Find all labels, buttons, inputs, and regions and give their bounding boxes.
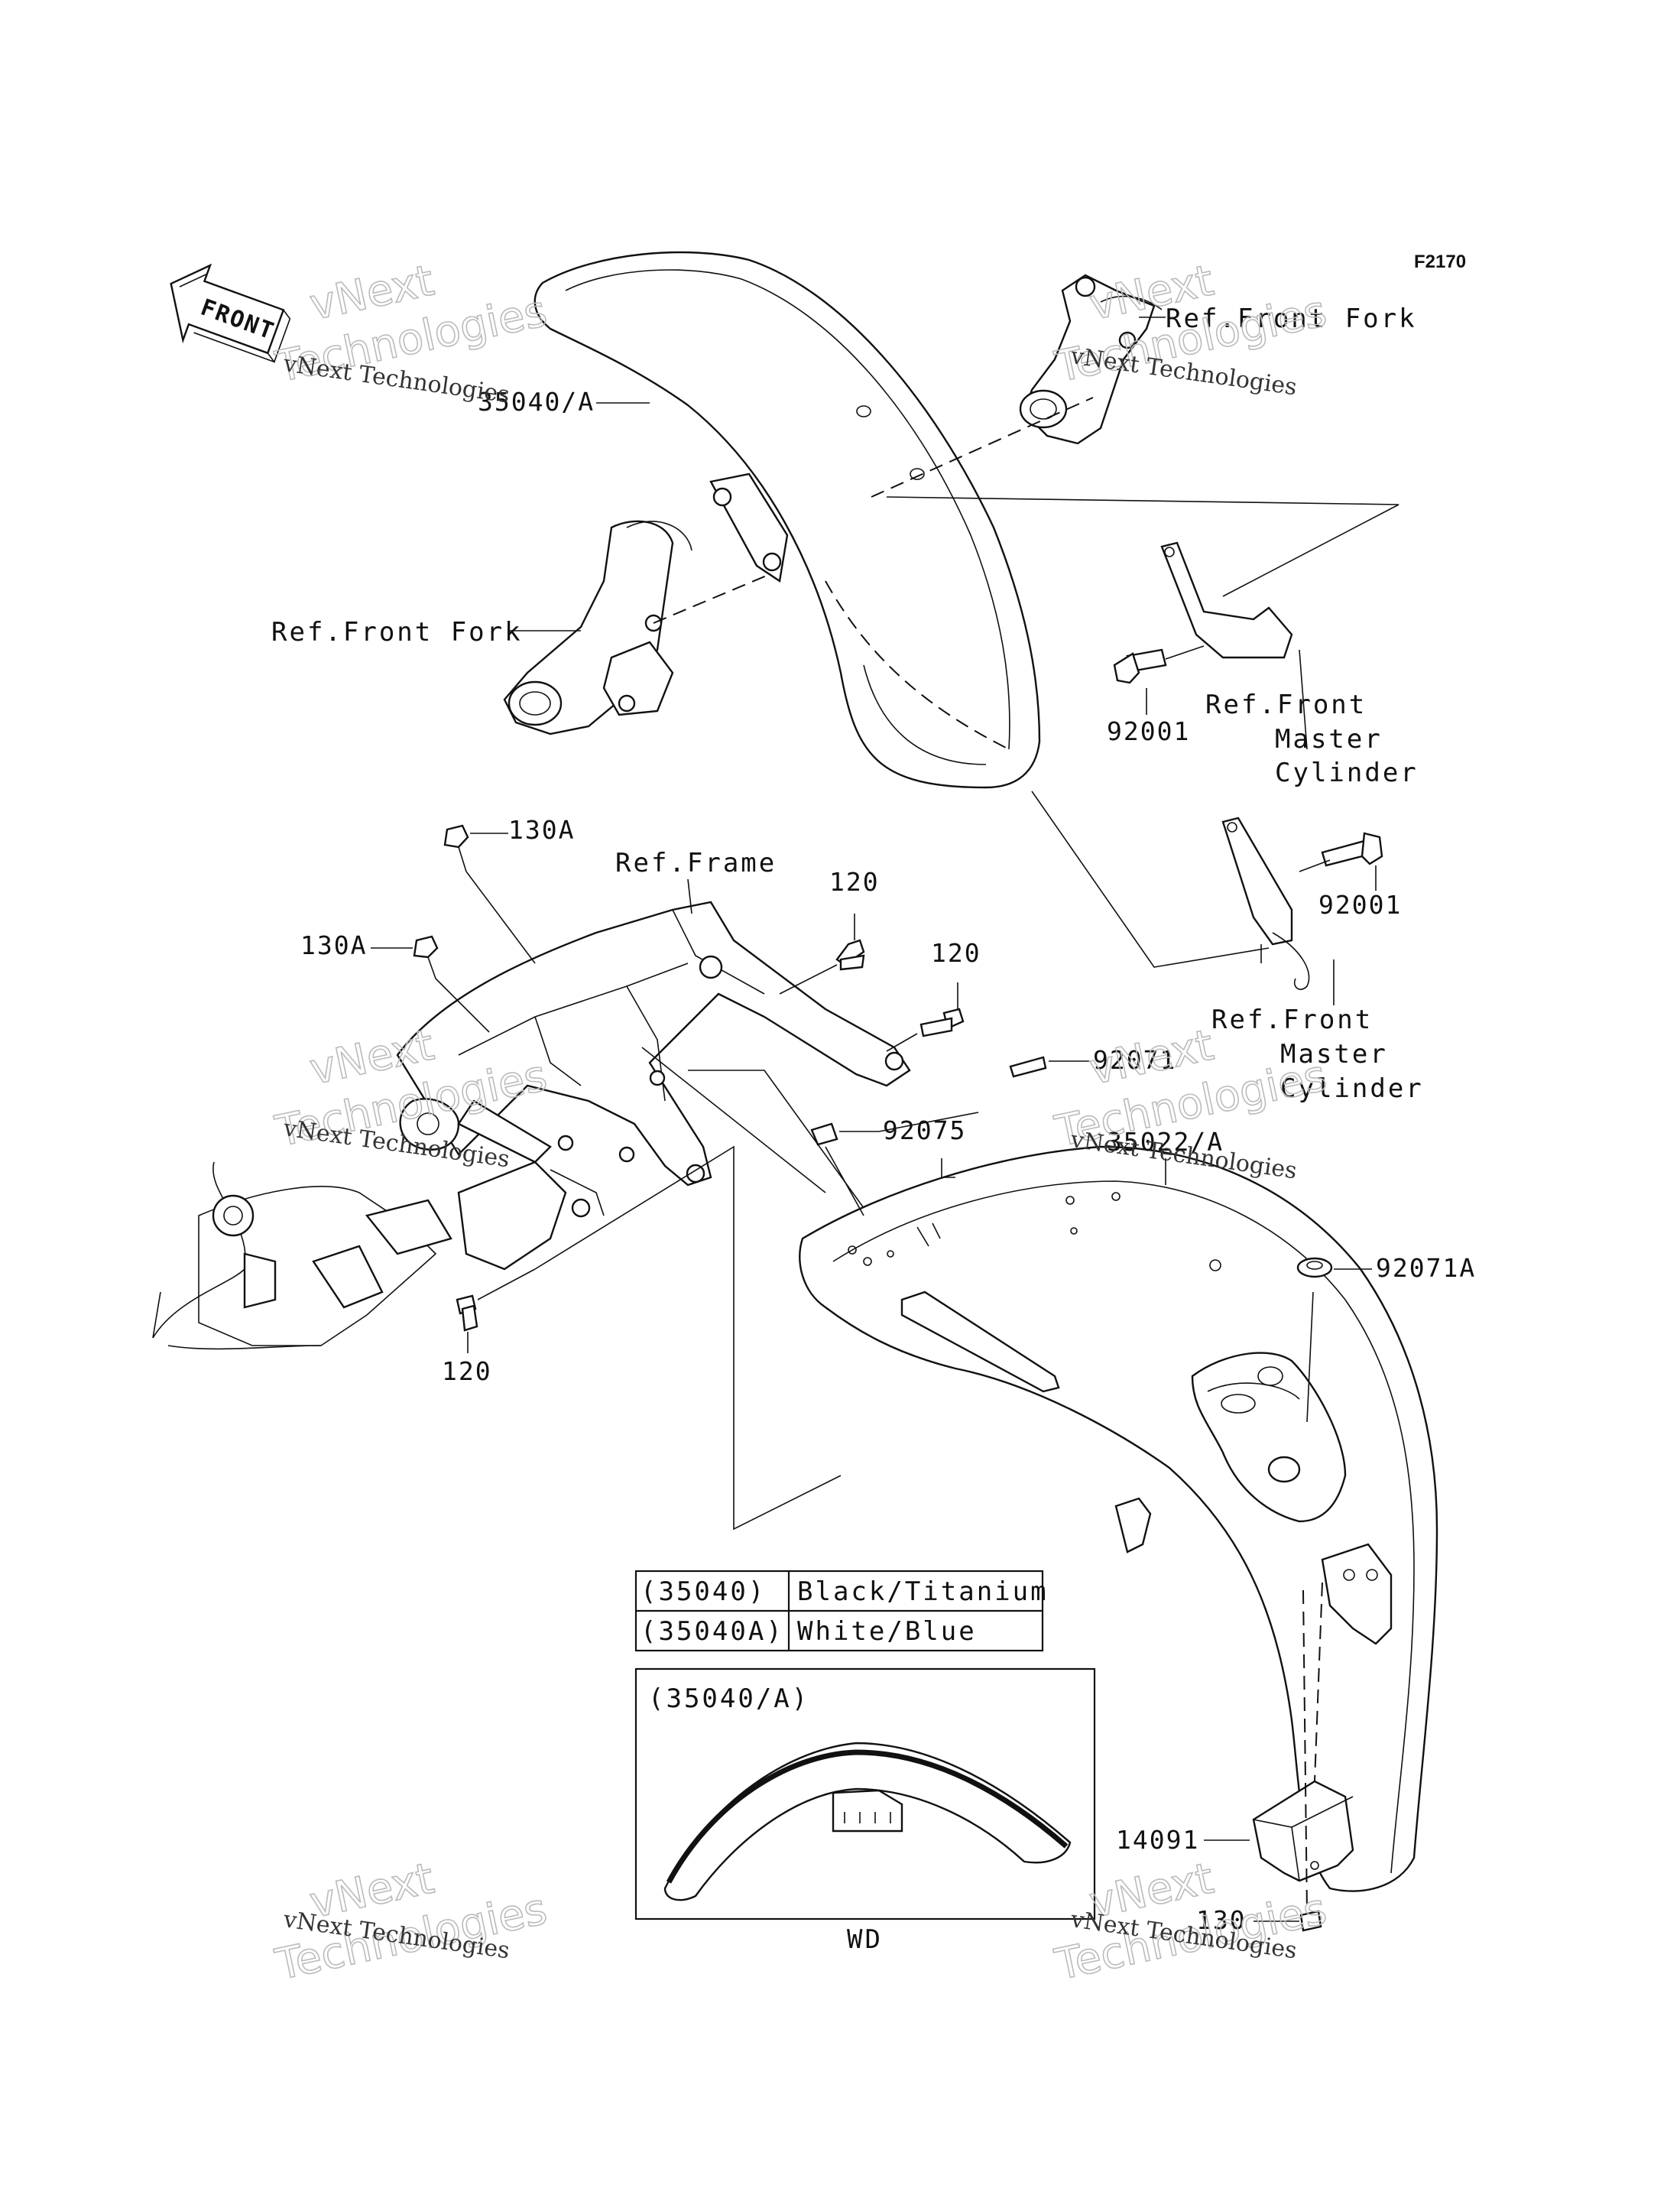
bolt-120-b	[919, 1008, 965, 1037]
ref-front-fork-left: Ref.Front Fork	[271, 617, 523, 648]
front-fork-right	[1019, 274, 1163, 445]
bolt-130A-left	[413, 935, 439, 979]
color-table-color-2: White/Blue	[797, 1616, 977, 1647]
color-table-color-1: Black/Titanium	[797, 1576, 1049, 1607]
color-table-code-1: (35040)	[641, 1576, 766, 1607]
label-130: 130	[1196, 1905, 1247, 1935]
inset-box: (35040/A) WD	[634, 1667, 1096, 1955]
label-92071A: 92071A	[1376, 1253, 1476, 1283]
rear-frame	[152, 901, 911, 1350]
bolt-130	[1299, 1910, 1322, 1932]
ref-front-fork-right: Ref.Front Fork	[1166, 304, 1417, 334]
bolt-92001-bottom	[1321, 832, 1383, 867]
ref-frame: Ref.Frame	[615, 848, 777, 878]
label-130A-top: 130A	[508, 815, 575, 845]
pin-92071	[1009, 1056, 1047, 1078]
clip-92071A	[1296, 1257, 1333, 1278]
label-92001-top: 92001	[1107, 716, 1190, 746]
ref-master-bottom-2: Master	[1280, 1039, 1388, 1070]
label-120-b: 120	[931, 938, 981, 968]
ref-master-top-3: Cylinder	[1275, 758, 1419, 788]
ref-master-top-1: Ref.Front	[1205, 690, 1367, 720]
bolt-130A-top	[443, 824, 469, 872]
label-14091: 14091	[1116, 1825, 1199, 1855]
label-92001-bottom: 92001	[1318, 890, 1402, 920]
front-fork-left	[503, 520, 692, 735]
label-92075: 92075	[883, 1115, 966, 1145]
front-fender-35040A	[534, 251, 1041, 789]
label-35040A: 35040/A	[478, 387, 595, 417]
label-92071: 92071	[1093, 1045, 1176, 1075]
cover-14091	[1252, 1780, 1354, 1882]
color-table: (35040) Black/Titanium (35040A) White/Bl…	[634, 1570, 1049, 1652]
bolt-120-c	[456, 1294, 478, 1332]
inset-title: (35040/A)	[648, 1683, 809, 1714]
label-120-a: 120	[829, 867, 880, 897]
label-120-c: 120	[442, 1356, 492, 1386]
inset-caption: WD	[847, 1924, 883, 1955]
watermark-mid-left: vNext Technologies	[271, 1020, 552, 1157]
figure-id: F2170	[1414, 252, 1466, 272]
grommet-92075	[810, 1122, 838, 1146]
ref-master-bottom-1: Ref.Front	[1211, 1005, 1373, 1035]
ref-master-top-2: Master	[1275, 724, 1383, 755]
brake-hose-bracket-bottom	[1221, 817, 1310, 990]
rear-fender-35022A	[799, 1145, 1438, 1892]
label-130A-left: 130A	[300, 930, 367, 960]
bolt-120-a	[835, 939, 865, 971]
label-35022A: 35022/A	[1107, 1127, 1224, 1157]
ref-master-bottom-3: Cylinder	[1280, 1073, 1424, 1104]
watermark-bottom-right: vNext Technologies	[1050, 1853, 1331, 1991]
inset-fender-drawing	[663, 1742, 1072, 1901]
brake-hose-bracket-top	[1160, 541, 1308, 750]
color-table-code-2: (35040A)	[641, 1616, 784, 1647]
bolt-92001-top	[1113, 648, 1167, 684]
